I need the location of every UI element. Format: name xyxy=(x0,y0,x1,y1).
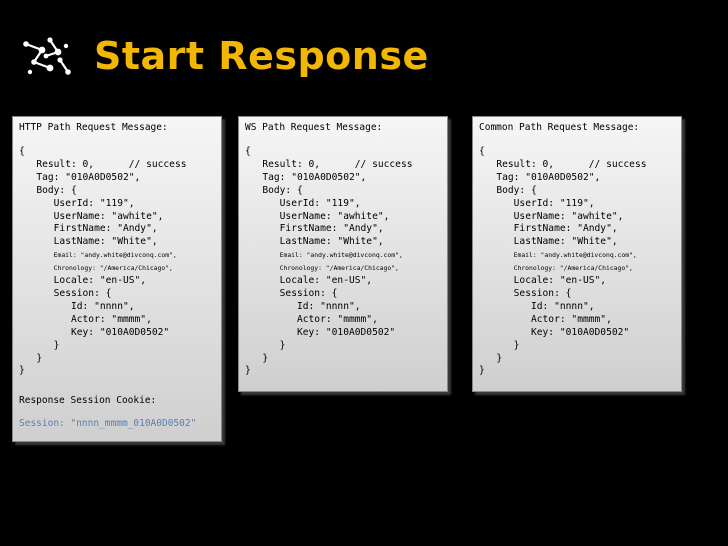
code-line: } xyxy=(245,365,251,377)
code-line: Body: { xyxy=(19,184,77,196)
http-request-panel: HTTP Path Request Message: { Result: 0, … xyxy=(12,116,222,442)
panel-header: HTTP Path Request Message: xyxy=(19,122,168,133)
code-line: } xyxy=(245,339,286,351)
code-line: UserId: "119", xyxy=(19,197,135,209)
code-line: } xyxy=(479,352,503,364)
code-line: } xyxy=(245,352,269,364)
cookie-value: Session: "nnnn_mmmm_010A0D0502" xyxy=(19,418,197,430)
code-line: Chronology: "/America/Chicago", xyxy=(479,264,633,273)
code-line: Chronology: "/America/Chicago", xyxy=(19,264,173,273)
code-line: Key: "010A0D0502" xyxy=(479,326,630,338)
code-line: { xyxy=(19,146,25,157)
code-line: Tag: "010A0D0502", xyxy=(245,171,367,183)
code-line: Id: "nnnn", xyxy=(479,300,595,312)
code-line: Session: { xyxy=(245,287,338,299)
code-line: } xyxy=(19,339,60,351)
code-line: Tag: "010A0D0502", xyxy=(479,171,601,183)
code-block: { Result: 0, // success Tag: "010A0D0502… xyxy=(19,146,215,378)
code-line: Email: "andy.white@divconq.com", xyxy=(245,251,403,260)
cookie-label: Response Session Cookie: xyxy=(19,395,157,407)
common-request-panel: Common Path Request Message: { Result: 0… xyxy=(472,116,682,392)
code-line: Locale: "en-US", xyxy=(245,275,373,287)
code-line: Key: "010A0D0502" xyxy=(19,326,170,338)
code-line: Actor: "mmmm", xyxy=(245,313,378,325)
code-line: Id: "nnnn", xyxy=(245,300,361,312)
code-block: { Result: 0, // success Tag: "010A0D0502… xyxy=(479,146,675,378)
code-line: Locale: "en-US", xyxy=(479,275,607,287)
code-line: LastName: "White", xyxy=(479,236,618,248)
code-line: UserName: "awhite", xyxy=(245,210,390,222)
code-block: { Result: 0, // success Tag: "010A0D0502… xyxy=(245,146,441,378)
ws-request-panel: WS Path Request Message: { Result: 0, //… xyxy=(238,116,448,392)
code-line: Key: "010A0D0502" xyxy=(245,326,396,338)
code-line: Session: { xyxy=(19,287,112,299)
code-line: Tag: "010A0D0502", xyxy=(19,171,141,183)
code-line: { xyxy=(479,146,485,157)
code-line: Result: 0, // success xyxy=(245,158,413,170)
code-line: { xyxy=(245,146,251,157)
code-line: Locale: "en-US", xyxy=(19,275,147,287)
code-line: Id: "nnnn", xyxy=(19,300,135,312)
gears-icon xyxy=(23,37,71,75)
code-line: } xyxy=(479,365,485,377)
code-line: Body: { xyxy=(245,184,303,196)
code-line: Email: "andy.white@divconq.com", xyxy=(479,251,637,260)
panel-header: Common Path Request Message: xyxy=(479,122,640,133)
code-line: Result: 0, // success xyxy=(479,158,647,170)
slide-title: Start Response xyxy=(94,34,429,78)
code-line: } xyxy=(19,365,25,377)
code-line: Chronology: "/America/Chicago", xyxy=(245,264,399,273)
code-line: } xyxy=(479,339,520,351)
code-line: UserName: "awhite", xyxy=(19,210,164,222)
code-line: } xyxy=(19,352,43,364)
code-line: Actor: "mmmm", xyxy=(19,313,152,325)
code-line: Result: 0, // success xyxy=(19,158,187,170)
code-line: Body: { xyxy=(479,184,537,196)
code-line: FirstName: "Andy", xyxy=(479,223,618,235)
panel-header: WS Path Request Message: xyxy=(245,122,383,133)
code-line: UserName: "awhite", xyxy=(479,210,624,222)
code-line: UserId: "119", xyxy=(479,197,595,209)
code-line: FirstName: "Andy", xyxy=(245,223,384,235)
code-line: Email: "andy.white@divconq.com", xyxy=(19,251,177,260)
code-line: UserId: "119", xyxy=(245,197,361,209)
title-band: Start Response xyxy=(0,0,728,112)
code-line: Actor: "mmmm", xyxy=(479,313,612,325)
code-line: LastName: "White", xyxy=(19,236,158,248)
code-line: Session: { xyxy=(479,287,572,299)
code-line: LastName: "White", xyxy=(245,236,384,248)
code-line: FirstName: "Andy", xyxy=(19,223,158,235)
